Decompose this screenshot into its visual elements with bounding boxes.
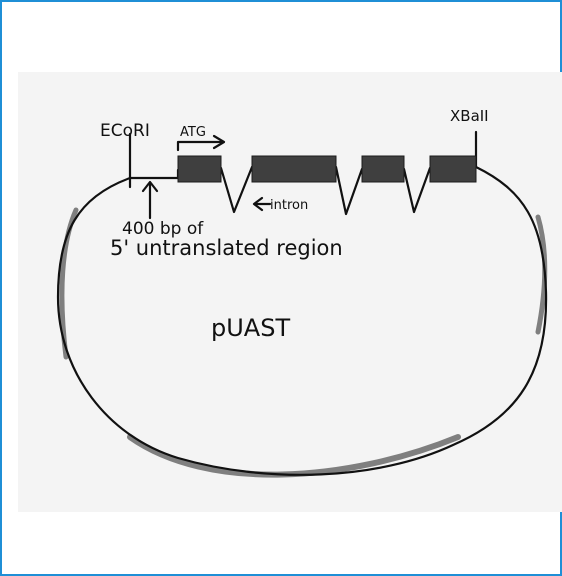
- outline-highlight-right: [535, 214, 548, 335]
- intron-label: intron: [270, 198, 308, 213]
- exon-1: [177, 155, 222, 183]
- outline-highlight-left: [59, 207, 79, 360]
- exon-4: [429, 155, 477, 183]
- atg-arrow-head: [212, 134, 226, 150]
- xbaii-label: XBaII: [450, 107, 489, 125]
- atg-arrow-line: [176, 140, 225, 152]
- utr-arrow-head: [141, 180, 159, 193]
- region-label-line1: 400 bp of: [122, 219, 204, 239]
- plasmid-diagram: ECoRI ATG XBaII intron 400 bp of 5' untr…: [56, 107, 548, 478]
- region-label-line2: 5' untranslated region: [110, 236, 343, 260]
- outline-highlight-bottom: [127, 434, 461, 478]
- plasmid-backbone: [56, 165, 548, 476]
- plasmid-label: pUAST: [211, 314, 290, 342]
- intron-arrow-head: [252, 196, 264, 212]
- ecori-label: ECoRI: [100, 121, 150, 141]
- exon-3: [361, 155, 405, 183]
- exon-2: [251, 155, 337, 183]
- atg-label: ATG: [180, 125, 206, 140]
- diagram-paper: ECoRI ATG XBaII intron 400 bp of 5' untr…: [18, 72, 562, 512]
